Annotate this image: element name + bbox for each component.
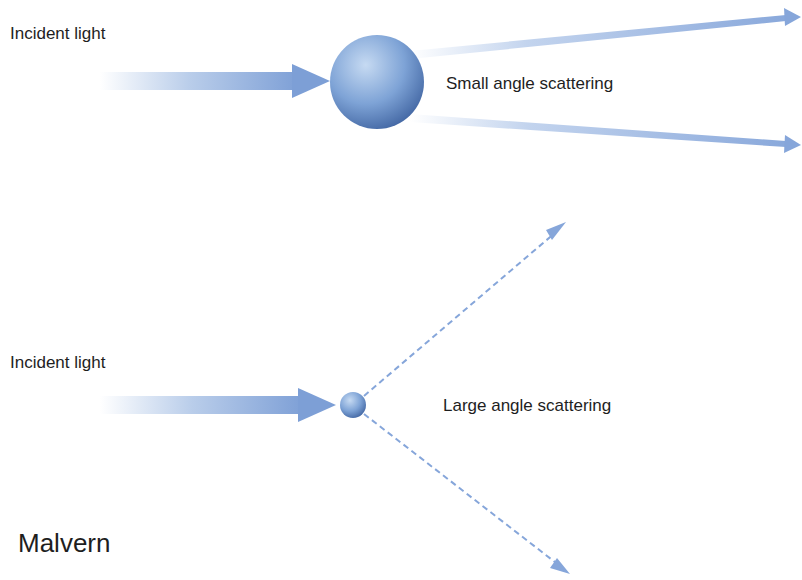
brand-text-box: Malvern [18,528,110,559]
scattered-beams [410,8,801,153]
brand-text: Malvern [18,528,110,558]
incident-arrow [100,388,336,422]
caption-text-box: Large angle scattering [443,396,611,416]
caption-text-box: Small angle scattering [446,74,613,94]
label-text-box: Incident light [10,24,105,44]
arrow-head [546,222,566,240]
large-particle [330,35,424,129]
arrow-head [550,558,570,574]
caption-text: Large angle scattering [443,396,611,415]
caption-text: Small angle scattering [446,74,613,93]
incident-arrow [100,64,330,98]
label-text: Incident light [10,353,105,372]
label-text-box: Incident light [10,353,105,373]
label-text: Incident light [10,24,105,43]
small-particle [340,392,366,418]
